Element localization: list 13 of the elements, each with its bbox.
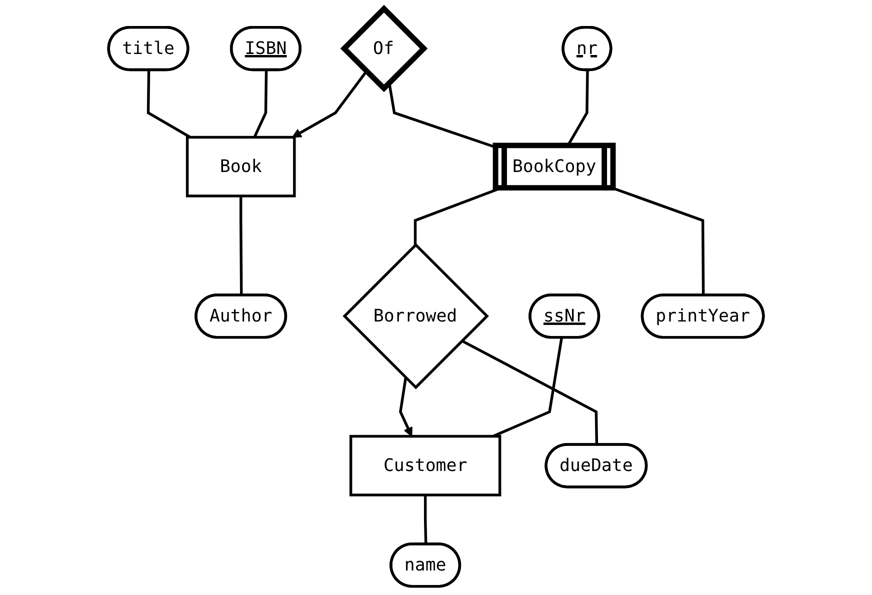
connector — [240, 196, 243, 296]
connector — [424, 494, 428, 544]
connector — [461, 340, 598, 445]
node-diamond: Borrowed — [342, 242, 489, 390]
connector — [492, 338, 563, 438]
connector — [612, 187, 705, 296]
node-box: Book — [186, 136, 296, 198]
node-box: Customer — [349, 434, 502, 496]
arrow — [399, 378, 412, 437]
connector — [146, 70, 192, 138]
connector — [253, 70, 268, 138]
arrow — [292, 70, 368, 138]
node-diamond: Of — [340, 4, 428, 92]
